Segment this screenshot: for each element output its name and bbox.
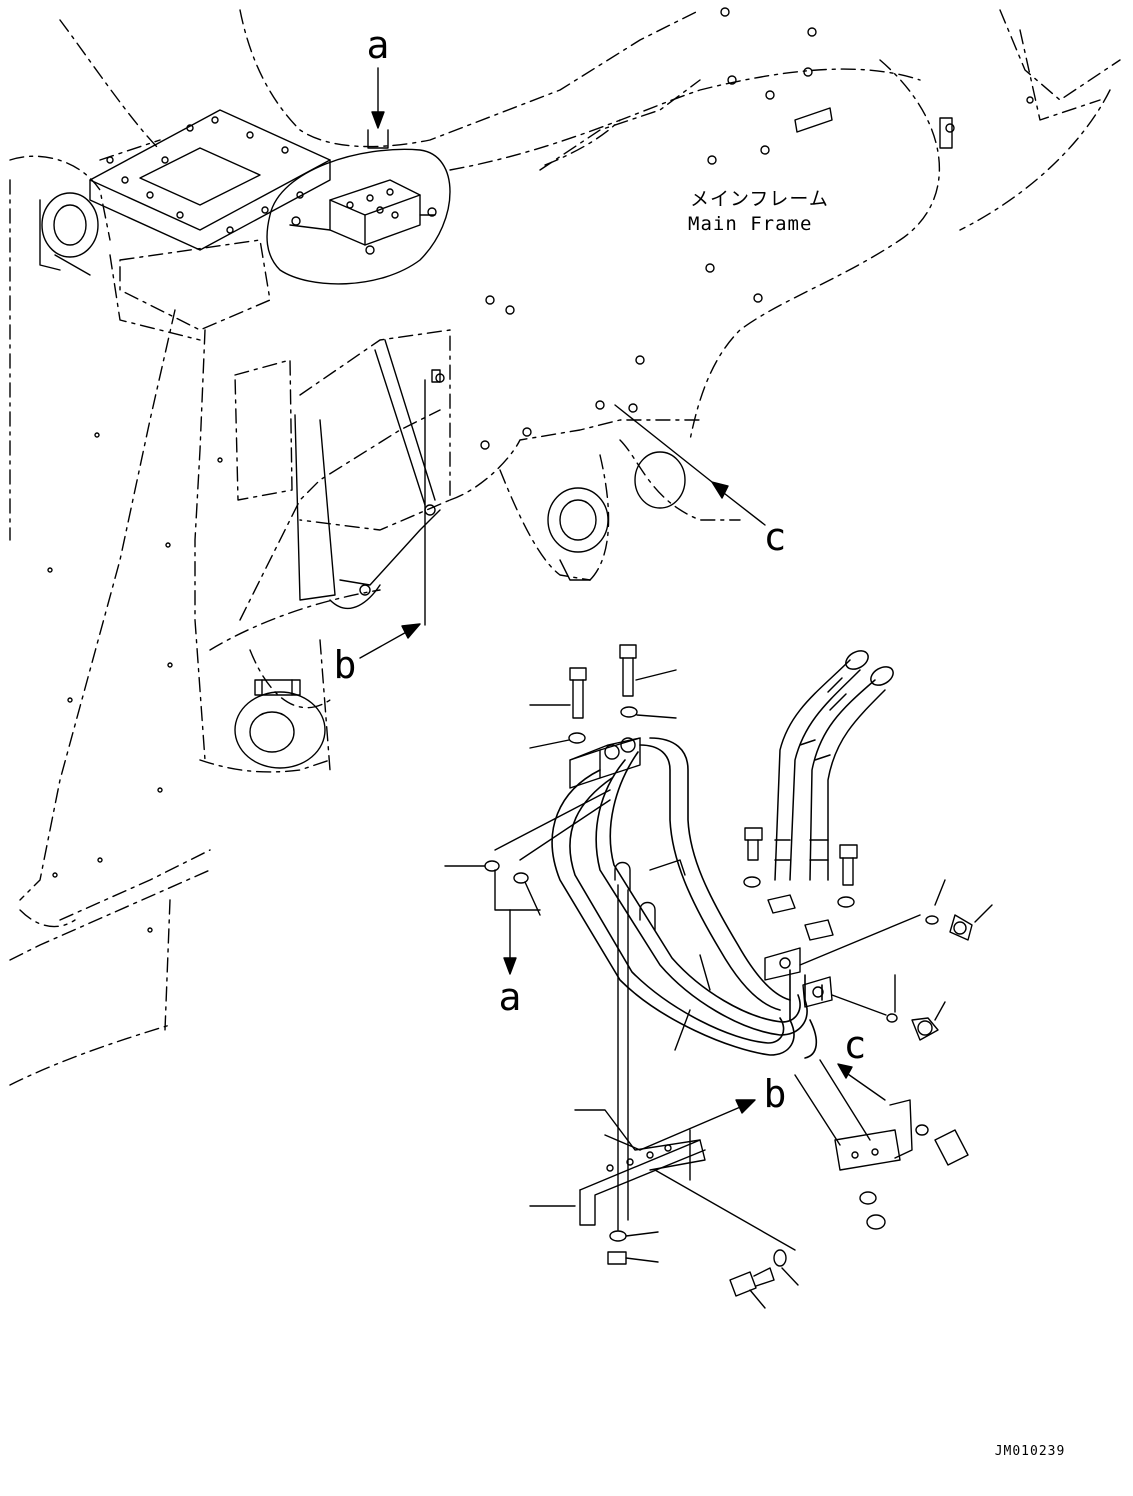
nut-washer-lower-left bbox=[607, 1230, 659, 1265]
leader-lines bbox=[359, 67, 886, 1151]
main-frame-outline bbox=[9, 9, 1121, 1086]
split-flange-set bbox=[764, 894, 834, 1008]
washer-set-top bbox=[529, 706, 677, 749]
frame-boss-mid bbox=[547, 451, 686, 581]
label-c-lower: c bbox=[844, 1023, 867, 1067]
leader-lines-lower bbox=[444, 789, 711, 1151]
bolt-lower bbox=[654, 1169, 799, 1309]
label-a-bottom: a bbox=[499, 975, 522, 1019]
label-b-left: b bbox=[334, 643, 357, 687]
mounting-plate bbox=[89, 109, 331, 251]
label-a-top: a bbox=[367, 23, 390, 67]
clamp-bracket-lower-right bbox=[794, 1059, 969, 1230]
frame-boss-lower bbox=[234, 679, 326, 769]
elbow-fitting-upper bbox=[799, 879, 993, 966]
label-c-right: c bbox=[764, 515, 787, 559]
main-frame-label-jp: メインフレーム bbox=[690, 188, 829, 210]
hose-pair bbox=[774, 650, 894, 881]
frame-hose-bracket bbox=[294, 339, 441, 610]
main-frame-label-en: Main Frame bbox=[688, 213, 812, 235]
elbow-fitting-lower bbox=[831, 974, 946, 1041]
tube-pair bbox=[551, 737, 823, 1059]
bolt-hose-right bbox=[837, 844, 858, 908]
valve-detail-callout bbox=[266, 129, 451, 285]
bolt-top-left bbox=[529, 667, 587, 719]
u-bolt-pair bbox=[614, 859, 686, 1231]
drawing-code: JM010239 bbox=[995, 1444, 1066, 1459]
label-b-right: b bbox=[764, 1072, 787, 1116]
callout-labels: a b c a b c bbox=[334, 23, 867, 1116]
frame-holes bbox=[47, 7, 1034, 933]
main-frame-label: メインフレーム Main Frame bbox=[688, 188, 829, 235]
bolt-top-right bbox=[619, 644, 677, 697]
pipe-clamp-upper bbox=[569, 737, 641, 789]
frame-boss-left bbox=[39, 192, 99, 276]
support-bracket bbox=[529, 1109, 706, 1226]
bolt-hose-left bbox=[743, 827, 763, 888]
